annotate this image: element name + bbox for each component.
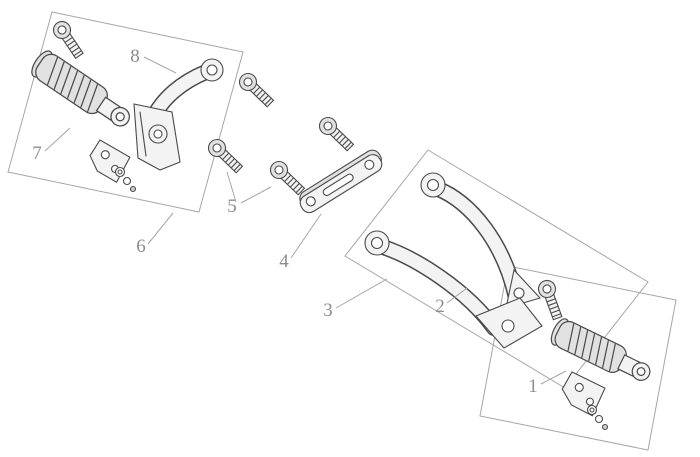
callout-7-label: 7 [32, 143, 42, 164]
group-box-footpeg-left [7, 11, 244, 213]
plate-slot [322, 173, 354, 196]
group-box-footpeg-right [479, 265, 677, 451]
callout-3-leader [335, 278, 388, 309]
footpeg-left [27, 47, 137, 135]
callout-4-label: 4 [279, 251, 289, 272]
plate-hole-a [100, 150, 110, 160]
part-2-3-hanger-arms [364, 172, 543, 349]
gusset-hole [513, 287, 525, 299]
callout-5-leader-a [226, 171, 237, 203]
callout-6-leader [147, 212, 174, 245]
footpeg-left-plate [89, 139, 131, 183]
bolt-near-plate [315, 113, 357, 155]
part-7-footpeg-group [27, 17, 137, 193]
arm-2-body [429, 181, 523, 305]
bracket-edge-line [139, 111, 147, 157]
foot-bracket-hole [501, 319, 515, 333]
callout-2-label: 2 [435, 296, 445, 317]
plate-outline [89, 139, 131, 183]
plate-hole-rear [305, 196, 316, 207]
footpeg-right-plate [561, 371, 606, 417]
callout-4-leader [290, 213, 322, 259]
plate-hole-a [574, 382, 584, 392]
part-4-mount-plate [299, 149, 383, 214]
washer-medium [122, 176, 132, 186]
plate-hole-front [364, 159, 375, 170]
callout-2-leader [446, 287, 468, 304]
plate-hole-b [585, 397, 594, 406]
callout-5-leader-b [240, 186, 272, 204]
arm-3-eye-hole [370, 236, 384, 250]
callouts: 1 2 3 4 5 6 7 8 [32, 46, 567, 397]
callout-7-leader [44, 127, 71, 152]
bolt-upper [235, 69, 277, 111]
callout-1-leader [540, 370, 567, 385]
washer-small [601, 423, 609, 431]
callout-1-label: 1 [528, 376, 538, 397]
washer-medium [594, 414, 604, 424]
plate-outline [561, 371, 606, 417]
part-1-footpeg-group [535, 277, 656, 431]
callout-8-leader [143, 56, 177, 74]
washer-small [129, 185, 137, 193]
bracket-eye-hole [206, 64, 218, 76]
arm-2-eye-hole [426, 178, 440, 192]
bracket-bushing-hole [153, 129, 163, 139]
part-8-mount-bracket [133, 58, 224, 171]
washer-large-hole [589, 407, 595, 413]
washer-large-hole [117, 169, 123, 175]
bolt-middle-right [266, 157, 308, 199]
footpeg-right-bolt [535, 277, 567, 322]
callout-6-label: 6 [136, 236, 146, 257]
callout-5-label: 5 [227, 196, 237, 217]
callout-8-label: 8 [130, 46, 140, 67]
footpeg-left-bolt [49, 17, 87, 62]
footpeg-right [547, 315, 656, 389]
callout-3-label: 3 [323, 300, 333, 321]
